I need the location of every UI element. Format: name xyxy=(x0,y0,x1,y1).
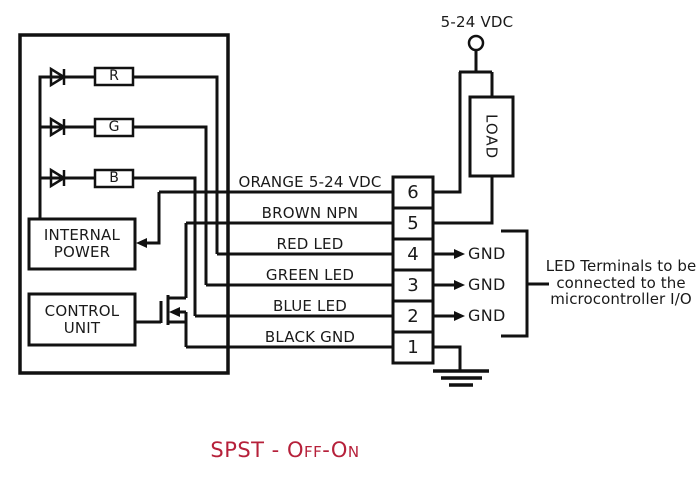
resistor-letter-b: B xyxy=(109,170,119,186)
note-text: LED Terminals to be connected to the mic… xyxy=(545,257,697,308)
terminal-number-1: 1 xyxy=(407,337,419,358)
power-feed-line xyxy=(147,192,161,245)
terminal6-line xyxy=(433,72,462,194)
terminal-number-2: 2 xyxy=(407,306,419,327)
terminal-number-3: 3 xyxy=(407,275,419,296)
grouping-bracket xyxy=(501,229,549,338)
wire-label-green: GREEN LED xyxy=(265,266,355,284)
footer-label: SPST - Off-On xyxy=(210,438,360,462)
wire-lines xyxy=(159,190,393,349)
gnd-label: GND xyxy=(468,244,506,263)
terminal-number-6: 6 xyxy=(407,182,419,203)
power-arrow-icon xyxy=(136,238,147,248)
sensor-outline-box xyxy=(18,33,230,375)
red-led-trace xyxy=(133,75,219,254)
wire-label-orange: ORANGE 5-24 VDC xyxy=(238,173,382,191)
terminal-number-4: 4 xyxy=(407,244,419,265)
terminal5-line xyxy=(433,176,494,225)
internal-power-label: INTERNAL POWER xyxy=(43,226,121,261)
load-label: LOAD xyxy=(470,97,513,176)
diode-icon xyxy=(49,116,67,138)
wire-label-red: RED LED xyxy=(276,235,344,253)
gnd-label: GND xyxy=(468,306,506,325)
ground-icon xyxy=(433,369,489,387)
supply-label: 5-24 VDC xyxy=(440,13,514,31)
resistor-letter-g: G xyxy=(108,119,120,135)
supply-terminal-circle xyxy=(467,34,485,52)
blue-led-trace xyxy=(133,176,197,316)
diode-icon xyxy=(49,167,67,189)
anode-bus-line xyxy=(38,75,95,219)
green-led-trace xyxy=(133,125,208,285)
mosfet-icon xyxy=(135,223,188,347)
gnd-label: GND xyxy=(468,275,506,294)
wire-label-black: BLACK GND xyxy=(264,328,356,346)
terminal1-line xyxy=(433,345,462,371)
resistor-letter-r: R xyxy=(109,68,119,84)
wire-label-brown: BROWN NPN xyxy=(261,204,359,222)
gnd-arrow-icon xyxy=(433,249,465,321)
control-unit-box xyxy=(27,292,137,347)
diode-icon xyxy=(49,66,67,88)
control-unit-label: CONTROL UNIT xyxy=(44,301,120,337)
internal-power-box xyxy=(27,217,137,271)
terminal-number-5: 5 xyxy=(407,213,419,234)
load-label-text: LOAD xyxy=(482,113,501,160)
wire-label-blue: BLUE LED xyxy=(272,297,348,315)
